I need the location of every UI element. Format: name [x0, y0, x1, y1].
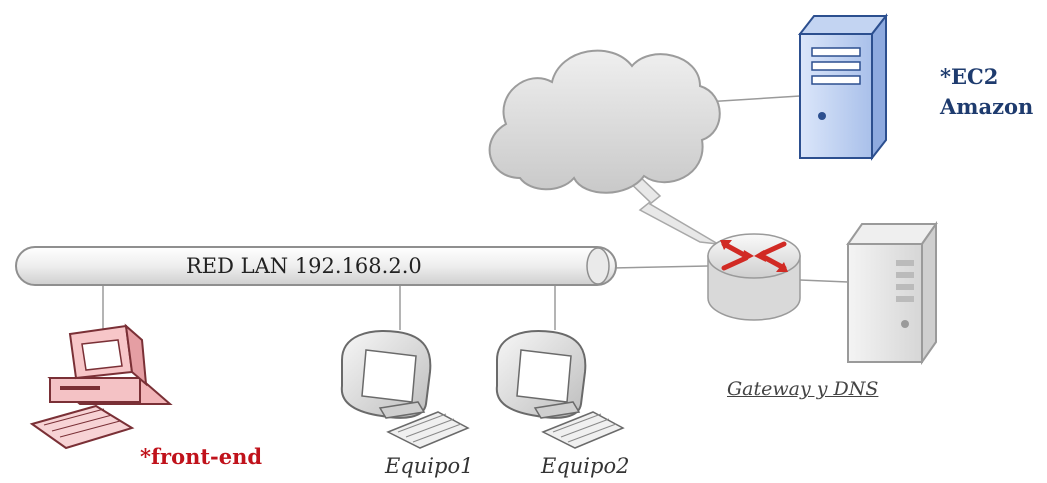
frontend-label: *front-end [140, 444, 263, 469]
lan-bus [15, 246, 617, 286]
equipo2-label: Equipo2 [541, 454, 630, 478]
ec2-label-line2: Amazon [940, 94, 1034, 119]
cloud-icon [488, 49, 721, 194]
frontend-workstation-icon [29, 323, 173, 450]
equipo2-workstation-icon [495, 330, 625, 449]
lan-label: RED LAN 192.168.2.0 [186, 254, 422, 278]
lan-router-connector [611, 265, 709, 269]
dns-server-icon [846, 220, 938, 366]
cloud-ec2-connector [704, 95, 801, 103]
router-icon [707, 233, 801, 321]
router-dns-connector [799, 279, 849, 283]
router-arrows-icon [720, 240, 788, 272]
gateway-dns-label: Gateway y DNS [727, 378, 879, 400]
equipo1-label: Equipo1 [385, 454, 474, 478]
ec2-label: *EC2 Amazon [940, 62, 1033, 122]
ec2-server-icon [797, 13, 889, 161]
connector-lines [102, 95, 849, 335]
equipo1-workstation-icon [340, 330, 470, 449]
ec2-label-line1: *EC2 [940, 64, 999, 89]
